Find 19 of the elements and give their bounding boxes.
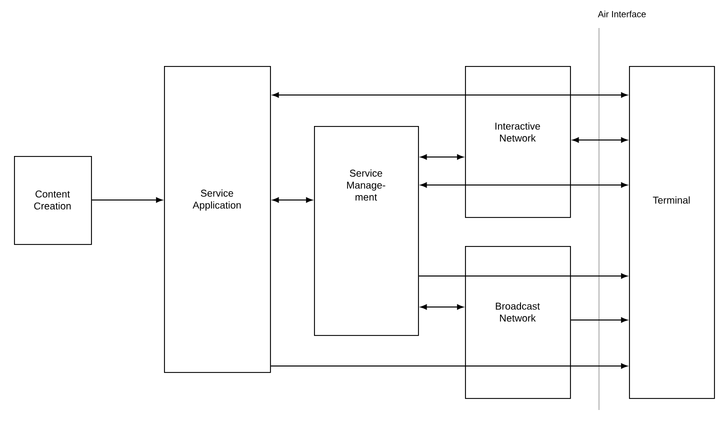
interface-label: Air Interface: [598, 10, 646, 18]
arrow: [420, 304, 464, 310]
block-box: Broadcast Network: [465, 246, 571, 399]
block-box: Content Creation: [14, 156, 92, 245]
arrow: [91, 197, 163, 203]
arrow: [570, 92, 628, 98]
arrow: [570, 273, 628, 279]
arrow: [570, 182, 628, 188]
arrow: [272, 197, 313, 203]
arrow: [570, 363, 628, 369]
block-box: Interactive Network: [465, 66, 571, 218]
arrow: [570, 317, 628, 323]
arrow: [420, 154, 464, 160]
block-box: Terminal: [629, 66, 715, 399]
arrow: [272, 92, 572, 98]
block-box: Service Manage-ment: [314, 126, 419, 336]
block-box: Service Application: [164, 66, 271, 373]
arrow: [572, 137, 628, 143]
arrow: [420, 182, 572, 188]
